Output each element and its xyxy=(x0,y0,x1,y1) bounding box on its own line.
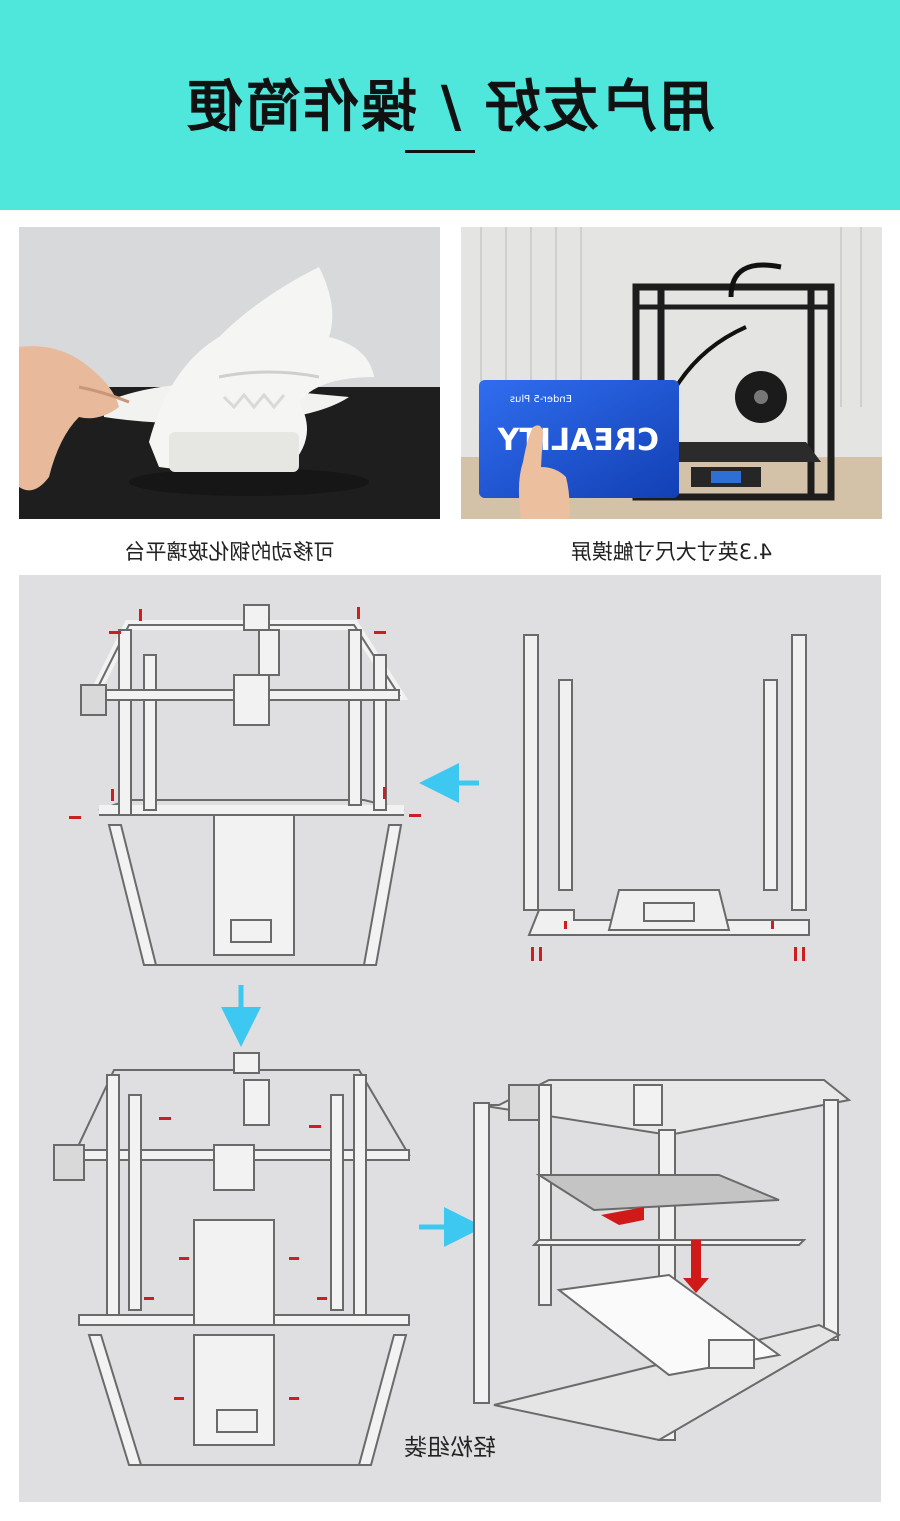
screw-markers-b xyxy=(531,921,805,961)
card-brand-label: CREALITY xyxy=(496,423,659,458)
touchscreen-caption: 4.3英寸大尺寸触摸屏 xyxy=(570,540,773,564)
page-title: 用户友好 / 操作简便 xyxy=(185,75,715,140)
screw-markers-c xyxy=(144,1117,327,1400)
assembly-arrows xyxy=(221,763,484,1247)
bed-install-arrows xyxy=(601,1207,709,1293)
touchscreen-photo: Ender-5 Plus CREALITY xyxy=(461,227,882,519)
step-posts-base xyxy=(523,634,810,936)
title-underline xyxy=(405,150,475,153)
glass-platform-photo xyxy=(19,227,440,519)
step-frame-top xyxy=(80,604,409,966)
card-model-label: Ender-5 Plus xyxy=(510,394,572,405)
screw-markers-a xyxy=(69,607,421,819)
header-banner: 用户友好 / 操作简便 xyxy=(0,0,900,210)
step-frame-full xyxy=(53,1052,411,1466)
glass-platform-caption: 可移动的钢化玻璃平台 xyxy=(124,540,335,564)
assembly-diagram xyxy=(19,575,881,1502)
step-finished-printer xyxy=(473,1079,852,1442)
assembly-caption: 轻松组装 xyxy=(404,1435,496,1461)
